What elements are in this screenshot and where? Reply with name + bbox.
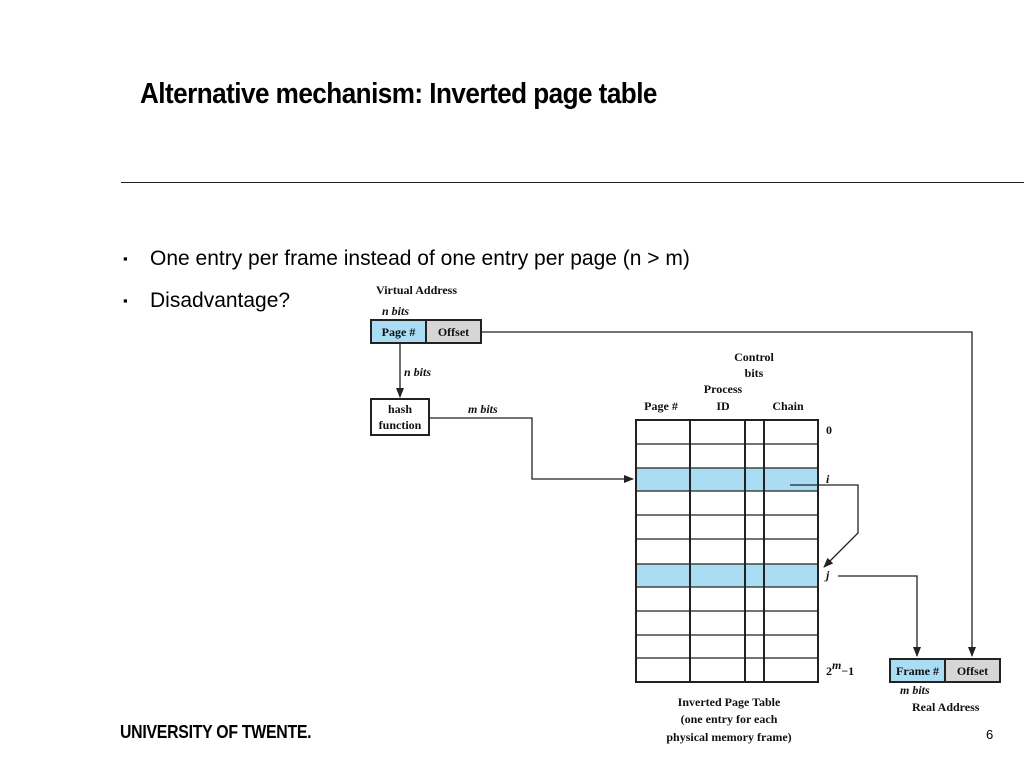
- bullet-square-icon: ▪: [123, 251, 128, 266]
- row-j-to-frame-arrow: [838, 575, 921, 657]
- table-caption-line2: (one entry for each: [681, 712, 778, 726]
- page-number-field-label: Page #: [382, 325, 416, 339]
- table-caption-line3: physical memory frame): [666, 730, 791, 744]
- row-label-last: 2m−1: [826, 658, 854, 678]
- title-divider: [121, 182, 1024, 183]
- inverted-page-table: [635, 419, 819, 683]
- process-id-label-line2: ID: [716, 399, 730, 413]
- virtual-address-label: Virtual Address: [376, 283, 457, 297]
- offset-field-label: Offset: [438, 325, 469, 339]
- bullet-text: One entry per frame instead of one entry…: [150, 247, 690, 270]
- real-offset-field: [944, 658, 1001, 683]
- table-frame: [635, 419, 819, 683]
- control-bits-label-line2: bits: [745, 366, 764, 380]
- page-column-header: Page #: [644, 399, 678, 413]
- row-label-0: 0: [826, 423, 832, 437]
- university-logo: UNIVERSITY OF TWENTE.: [120, 722, 312, 742]
- m-bits-bottom-label: m bits: [900, 683, 930, 697]
- control-bits-label-line1: Control: [734, 350, 774, 364]
- table-row-dividers: [636, 443, 818, 659]
- offset-passthrough-arrow: [481, 331, 976, 657]
- hash-function-label-line1: hash: [388, 402, 412, 416]
- table-caption-line1: Inverted Page Table: [678, 695, 781, 709]
- row-label-j: j: [824, 568, 830, 582]
- hash-function-box: [370, 398, 430, 436]
- process-id-label-line1: Process: [704, 382, 743, 396]
- frame-number-field-label: Frame #: [896, 664, 939, 678]
- table-column-dividers: [689, 420, 765, 682]
- chain-column-header: Chain: [772, 399, 804, 413]
- page-number: 6: [986, 727, 994, 742]
- hash-to-table-arrow: [429, 417, 634, 483]
- table-row-j-highlight: [636, 564, 818, 587]
- bullet-list: ▪ One entry per frame instead of one ent…: [121, 238, 690, 322]
- row-label-i: i: [826, 472, 830, 486]
- m-bits-arrow-label: m bits: [468, 402, 498, 416]
- table-row-i-highlight: [636, 468, 818, 491]
- chain-pointer-arrow: [790, 484, 859, 568]
- bullet-square-icon: ▪: [123, 293, 128, 308]
- n-bits-arrow-label: n bits: [404, 365, 431, 379]
- real-offset-field-label: Offset: [957, 664, 988, 678]
- slide-title: Alternative mechanism: Inverted page tab…: [140, 78, 657, 110]
- bullet-item: ▪ One entry per frame instead of one ent…: [121, 238, 690, 280]
- n-bits-top-label: n bits: [382, 304, 409, 318]
- bullet-item: ▪ Disadvantage?: [121, 280, 690, 322]
- bullet-text: Disadvantage?: [150, 289, 291, 312]
- real-address-label: Real Address: [912, 700, 980, 714]
- hash-function-label-line2: function: [379, 418, 422, 432]
